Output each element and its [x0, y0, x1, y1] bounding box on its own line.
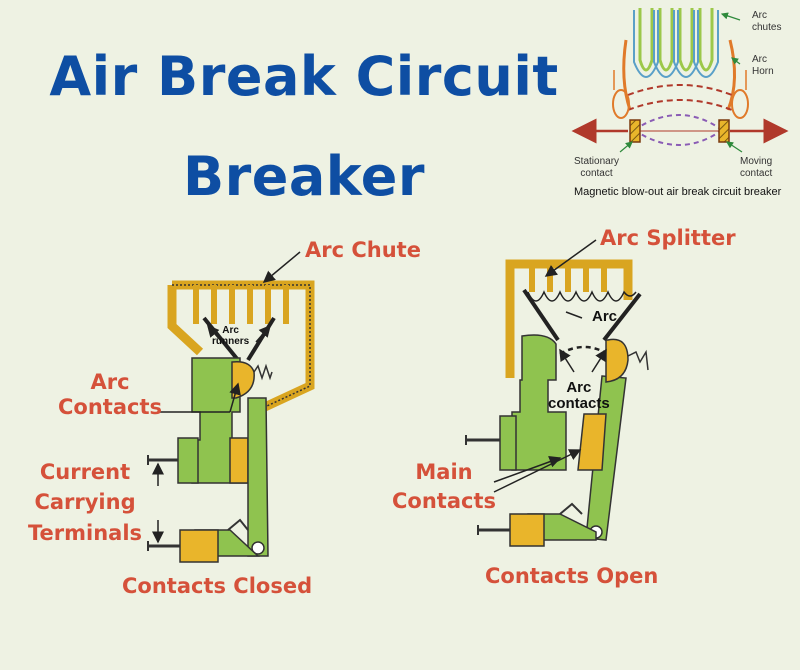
current-carrying-terminals-label: Current Carrying Terminals	[28, 460, 143, 545]
inset-stationary-contact-label: Stationary contact	[574, 156, 620, 179]
inset-arc-horn-label: Arc Horn	[752, 54, 774, 77]
contacts-closed-caption: Contacts Closed	[122, 574, 313, 598]
arc-runners-label: Arc runners	[212, 325, 250, 347]
arc-label: Arc	[592, 308, 618, 325]
title-line-1: Air Break Circuit	[49, 45, 559, 108]
open-arc-contacts-label: Arc contacts	[548, 379, 610, 412]
inset-moving-contact-label: Moving contact	[740, 156, 773, 179]
arc-chute-label: Arc Chute	[305, 238, 421, 262]
inset-caption: Magnetic blow-out air break circuit brea…	[574, 186, 782, 198]
main-contacts-label: Main Contacts	[392, 460, 496, 514]
arc-splitter-label: Arc Splitter	[600, 226, 736, 250]
inset-diagram	[571, 8, 789, 153]
contacts-open-caption: Contacts Open	[485, 564, 659, 588]
open-breaker	[465, 239, 649, 547]
arc-contacts-label: Arc Contacts	[58, 370, 162, 420]
inset-arc-chutes-label: Arc chutes	[752, 10, 782, 33]
closed-breaker	[147, 251, 315, 563]
title-line-2: Breaker	[182, 145, 426, 208]
